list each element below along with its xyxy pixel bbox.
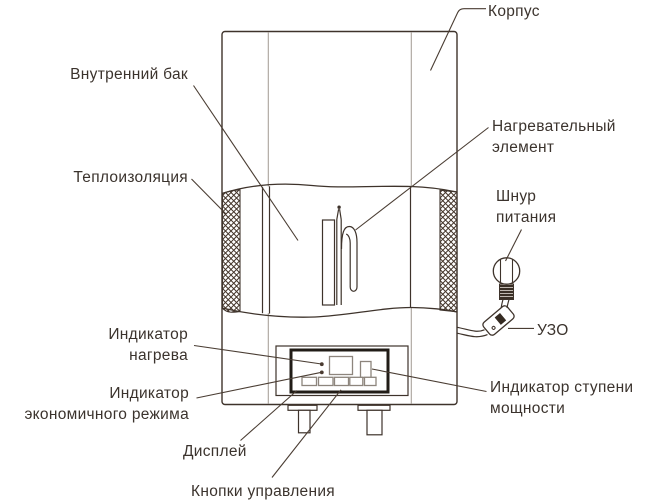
label-power-cord: Шнур питания [496, 188, 557, 226]
leader-display [240, 390, 298, 441]
eco-led [319, 370, 324, 375]
power-cord-drawing [456, 257, 521, 338]
label-heating-element: Нагревательный элемент [492, 118, 616, 156]
control-button [317, 376, 334, 387]
insulation-hatch-left [221, 189, 241, 313]
control-button [333, 376, 350, 387]
label-inner-tank: Внутренний бак [70, 66, 188, 83]
label-korpus: Корпус [488, 3, 540, 20]
heating-led [319, 362, 324, 367]
control-button [301, 376, 318, 387]
label-uzo: УЗО [537, 322, 569, 339]
cutaway-top-wave [221, 183, 458, 195]
leader-inner-tank [193, 85, 299, 241]
heating-tube [340, 225, 358, 292]
leader-insulation [191, 178, 227, 215]
plug-neck [499, 283, 514, 300]
label-heating-indicator: Индикатор нагрева [108, 326, 188, 364]
power-level-light [359, 360, 372, 379]
heating-element-drawing [321, 205, 358, 306]
leader-heating-indicator [193, 344, 322, 365]
leader-heating-element [355, 127, 489, 231]
inner-tank-wall-left [261, 186, 271, 314]
leader-eco-indicator [196, 371, 322, 399]
element-mounting-bar [321, 219, 336, 306]
control-button [363, 376, 377, 387]
label-insulation: Теплоизоляция [73, 169, 188, 186]
sensor-tube [336, 209, 342, 305]
leader-power-cord [505, 229, 522, 262]
leader-control-buttons [271, 389, 342, 478]
label-control-buttons: Кнопки управления [191, 483, 335, 500]
casing-face-lines [267, 32, 412, 404]
pipe-right [357, 404, 391, 436]
label-eco-indicator: Индикатор экономичного режима [24, 385, 189, 423]
cord-segment [500, 299, 510, 309]
cutaway-bottom-wave [221, 306, 458, 318]
pipe-left [287, 404, 318, 434]
label-power-level-indicator: Индикатор ступени мощности [490, 379, 634, 417]
uzo-device [482, 305, 515, 336]
control-panel-drawing [275, 345, 409, 397]
leader-korpus [430, 8, 486, 71]
label-display: Дисплей [183, 443, 247, 460]
plug-body [492, 257, 521, 285]
control-button [349, 376, 364, 387]
insulation-hatch-right [439, 189, 458, 313]
display-screen [328, 355, 354, 376]
sensor-tube-tip [337, 205, 341, 209]
leader-lines [191, 8, 534, 478]
leader-power-level [371, 368, 487, 393]
control-buttons-row [301, 376, 377, 387]
